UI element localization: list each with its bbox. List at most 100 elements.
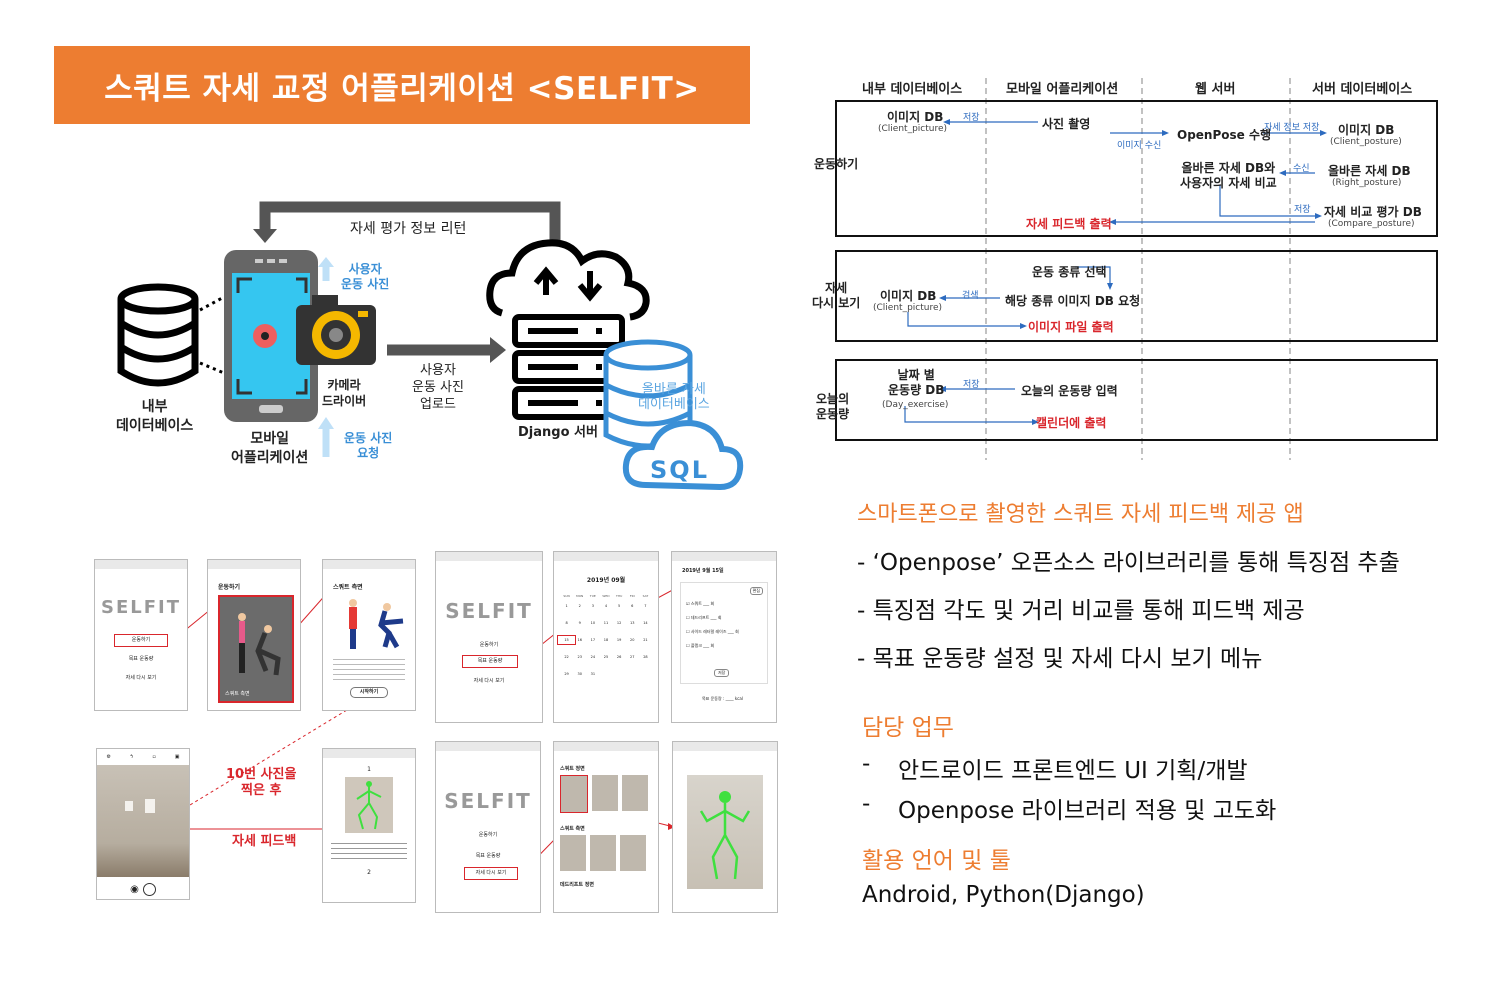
seq-text: (Client_picture) (878, 124, 948, 134)
count-unit: 회 (710, 601, 715, 606)
weekday-label: SUN (563, 594, 570, 598)
kcal-label: kcal (734, 696, 743, 701)
database-icon (117, 283, 199, 387)
gallery-thumb[interactable] (592, 775, 618, 811)
checkbox-icon[interactable]: ☐ (686, 615, 691, 620)
app-logo: SELFIT (100, 597, 181, 618)
seq-text: 올바른 자세 DB (1328, 164, 1411, 178)
calendar-day[interactable]: 23 (577, 655, 582, 659)
calendar-day[interactable]: 14 (643, 621, 648, 625)
menu-review-button[interactable]: 자세 다시 보기 (464, 867, 518, 880)
calendar-day[interactable]: 3 (591, 604, 594, 608)
workout-row[interactable]: ☐ 플랭크 ___ 회 (686, 643, 770, 649)
gallery-thumb[interactable] (560, 835, 586, 871)
calendar-day[interactable]: 21 (643, 638, 648, 642)
tools-value: Android, Python(Django) (862, 882, 1145, 908)
section-label: 오늘의 운동량 (816, 392, 850, 421)
settings-icon[interactable]: ⚙ (106, 754, 111, 760)
section-label: 운동하기 (814, 157, 859, 171)
page-number: 1 (367, 766, 371, 773)
seq-text: 이미지 DB (880, 289, 937, 303)
camera-icon (296, 295, 376, 365)
calendar-day[interactable]: 19 (616, 638, 622, 642)
calendar-day[interactable]: 8 (565, 621, 568, 625)
calendar-day[interactable]: 5 (618, 604, 621, 608)
calendar-day[interactable]: 10 (590, 621, 596, 625)
gallery-section-title: 스쿼트 정면 (560, 766, 585, 772)
goal-label: 목표 운동량 : (702, 696, 725, 701)
weekday-label: SAT (642, 594, 649, 598)
calendar-day[interactable]: 17 (590, 638, 596, 642)
sequence-diagram (835, 78, 1438, 460)
menu-goal-button[interactable]: 목표 운동량 (475, 853, 501, 859)
menu-exercise-button[interactable]: 운동하기 (479, 642, 499, 648)
sql-cloud-icon (622, 419, 744, 491)
shutter-button[interactable] (142, 882, 156, 896)
workout-label: 사이드 레터럴 레이즈 ___ (690, 629, 736, 634)
menu-review-button[interactable]: 자세 다시 보기 (125, 675, 157, 681)
calendar-day[interactable]: 2 (578, 604, 581, 608)
calendar-day[interactable]: 27 (630, 655, 635, 659)
calendar-day[interactable]: 25 (603, 655, 609, 659)
seq-text: 이미지 파일 출력 (1028, 320, 1114, 334)
flash-icon[interactable]: ϟ (130, 754, 134, 760)
correct-db-label: 올바른 자세 데이터베이스 (638, 382, 710, 412)
seq-text: 저장 (963, 113, 980, 123)
tools-title: 활용 언어 및 툴 (862, 848, 1011, 874)
checkbox-icon[interactable]: ☐ (686, 643, 691, 648)
calendar-day[interactable]: 22 (564, 655, 569, 659)
calendar-day[interactable]: 16 (577, 638, 582, 642)
workout-row[interactable]: ☐ 사이드 레터럴 레이즈 ___ 회 (686, 629, 770, 635)
calendar-day[interactable]: 7 (644, 604, 647, 608)
weekday-label: MON (576, 594, 584, 598)
calendar-day[interactable]: 30 (577, 672, 582, 676)
workout-row[interactable]: ☑ 스쿼트 ___ 회 (686, 601, 770, 607)
gallery-thumb[interactable] (622, 775, 648, 811)
calendar-day[interactable]: 15 (556, 635, 577, 645)
seq-text: 자세 정보 저장 (1264, 123, 1320, 133)
calendar-day[interactable]: 24 (590, 655, 596, 659)
start-button[interactable]: 시작하기 (350, 687, 388, 698)
seq-text: 올바른 자세 DB와 사용자의 자세 비교 (1180, 161, 1277, 190)
calendar-day[interactable]: 4 (604, 604, 608, 608)
screen-title: 운동하기 (218, 584, 241, 591)
gallery-thumb[interactable] (620, 835, 646, 871)
section-box (835, 359, 1438, 441)
calendar-day[interactable]: 28 (643, 655, 648, 659)
gallery-thumb[interactable] (560, 775, 588, 813)
seq-text: 해당 종류 이미지 DB 요청 (1005, 294, 1141, 308)
weekday-label: TUE (589, 594, 596, 598)
calendar-day[interactable]: 9 (578, 621, 581, 625)
checkbox-icon[interactable]: ☐ (686, 629, 691, 634)
menu-goal-button[interactable]: 목표 운동량 (128, 656, 154, 662)
workout-row[interactable]: ☐ 데드리프트 ___ 회 (686, 615, 770, 621)
calendar-day[interactable]: 12 (616, 621, 622, 625)
switch-camera-icon[interactable]: ▣ (174, 754, 180, 760)
menu-exercise-button[interactable]: 운동하기 (114, 634, 168, 647)
weekday-label: WED (602, 594, 610, 598)
calendar-day[interactable]: 31 (590, 672, 596, 676)
calendar-day[interactable]: 26 (616, 655, 622, 659)
hdr-icon[interactable]: ▫ (152, 754, 156, 760)
calendar-day[interactable]: 20 (630, 638, 635, 642)
edit-button[interactable]: 편집 (749, 587, 763, 595)
calendar-day[interactable]: 1 (565, 604, 568, 608)
calendar-day[interactable]: 29 (564, 672, 569, 676)
cloud-icon (486, 239, 650, 321)
menu-goal-button[interactable]: 목표 운동량 (462, 655, 518, 668)
seq-text: 오늘의 운동량 입력 (1021, 384, 1118, 398)
menu-exercise-button[interactable]: 운동하기 (478, 832, 498, 838)
checkbox-icon[interactable]: ☑ (686, 601, 691, 606)
screen-feedback: 1 2 (322, 748, 416, 903)
save-button[interactable]: 저장 (714, 669, 730, 677)
gallery-thumb[interactable] (590, 835, 616, 871)
calendar-day[interactable]: 13 (630, 621, 635, 625)
menu-review-button[interactable]: 자세 다시 보기 (473, 678, 505, 684)
calendar-day[interactable]: 6 (631, 604, 634, 608)
mode-dot-icon: ◉ (130, 883, 139, 895)
seq-text: 이미지 DB (887, 110, 944, 124)
squat-side-card[interactable]: 스쿼트 측면 (218, 595, 294, 703)
calendar-day[interactable]: 18 (603, 638, 609, 642)
bullet: - ‘Openpose’ 오픈소스 라이브러리를 통해 특징점 추출 (857, 550, 1400, 576)
calendar-day[interactable]: 11 (603, 621, 609, 625)
